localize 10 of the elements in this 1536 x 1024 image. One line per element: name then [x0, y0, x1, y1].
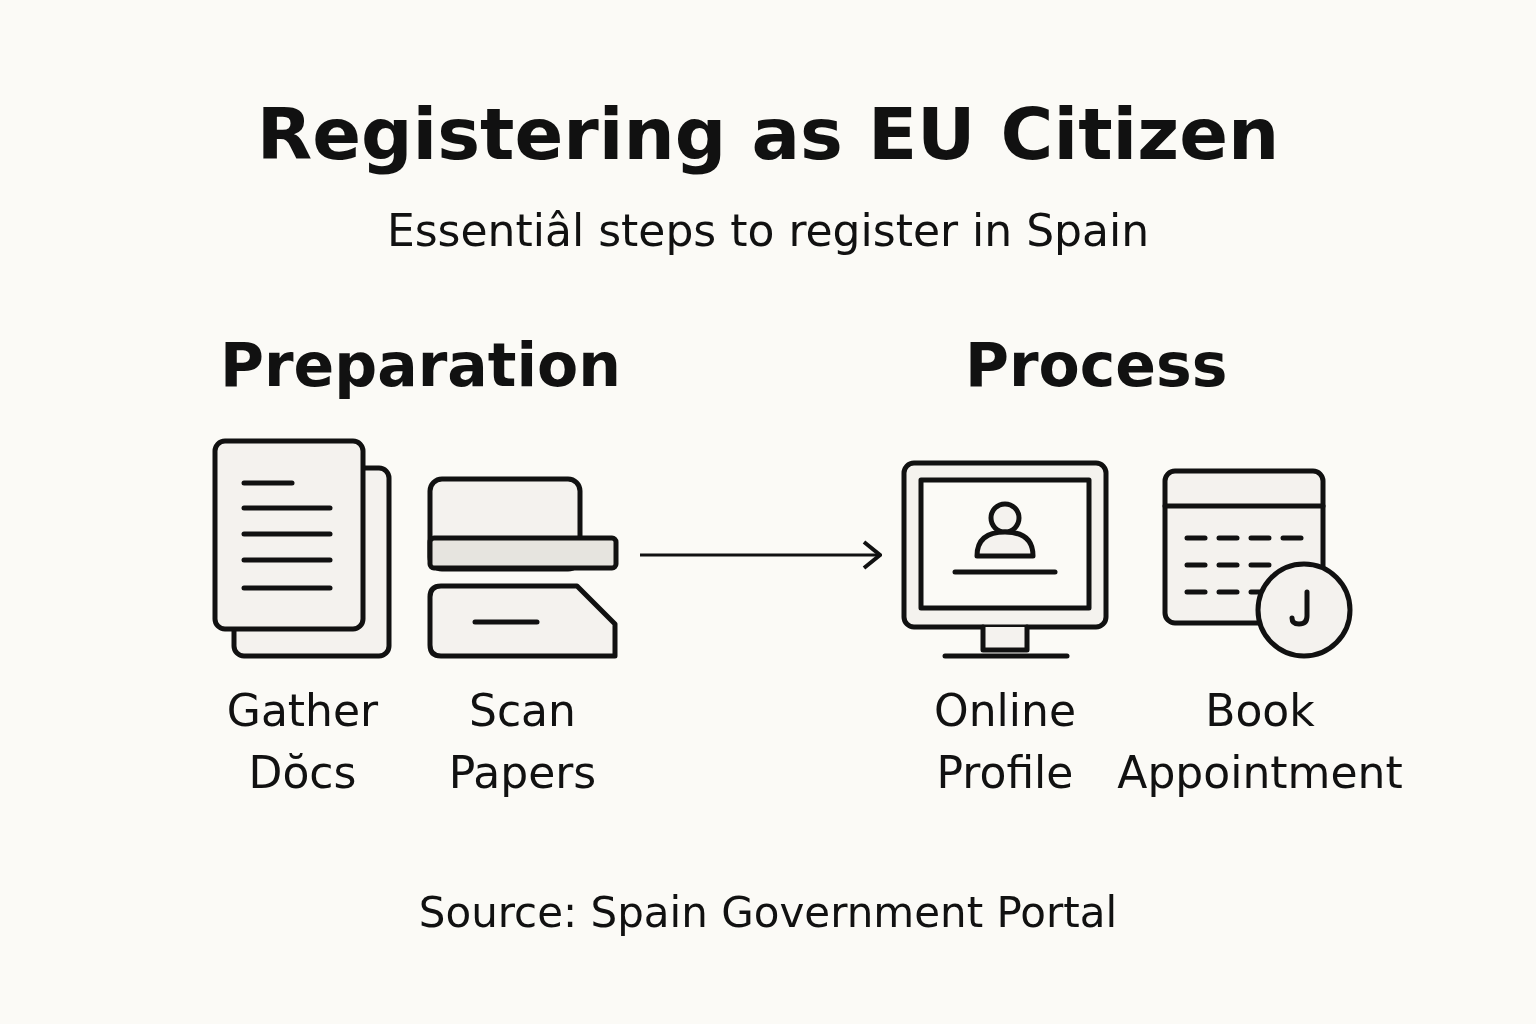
source-caption: Source: Spain Government Portal: [417, 888, 1119, 937]
step-label: Book Appointment: [1116, 684, 1404, 800]
step-label: Scan Papers: [447, 684, 598, 800]
subtitle: Essentiâl steps to register in Spain: [385, 205, 1151, 256]
step-label: Online Profile: [933, 684, 1077, 800]
step-label: Gather Dŏcs: [225, 684, 380, 800]
arrow: [640, 540, 882, 570]
section-heading: Process: [965, 330, 1228, 400]
title: Registering as EU Citizen: [255, 92, 1281, 176]
section-heading: Preparation: [220, 330, 621, 400]
